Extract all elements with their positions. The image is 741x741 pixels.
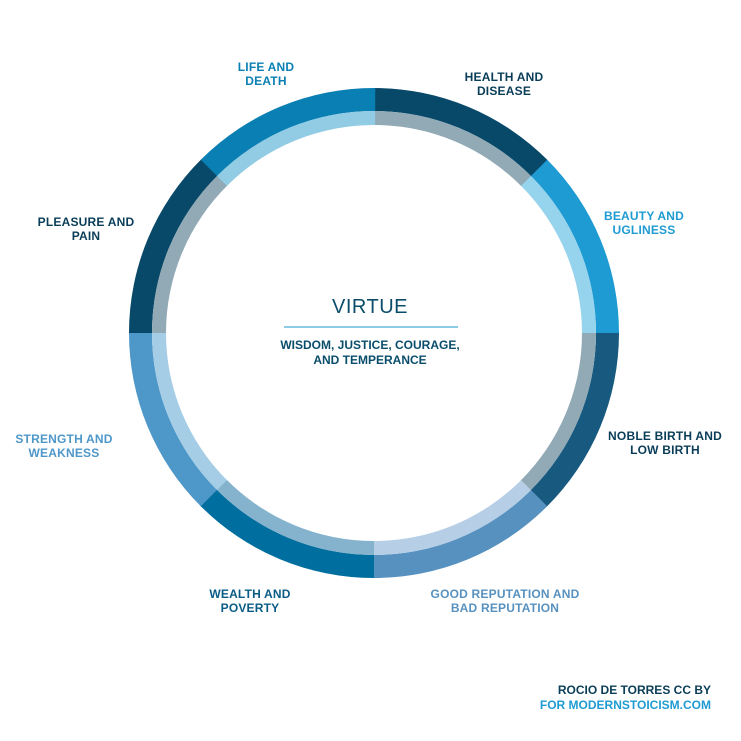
center-divider <box>284 326 458 328</box>
center-title: VIRTUE <box>332 296 408 318</box>
ring-segment-inner-wealth-poverty <box>216 479 374 555</box>
label-pleasure-pain: PLEASURE AND PAIN <box>38 215 135 243</box>
ring-segment-outer-life-death <box>200 87 376 177</box>
ring-segment-outer-good-bad-reputation <box>372 489 548 578</box>
ring-segment-inner-beauty-ugliness <box>521 176 596 335</box>
label-health-disease: HEALTH AND DISEASE <box>465 70 544 98</box>
ring-segment-inner-strength-weakness <box>151 331 227 490</box>
ring-segment-inner-pleasure-pain <box>152 175 228 333</box>
ring-segment-outer-strength-weakness <box>129 331 218 507</box>
ring-segment-inner-health-disease <box>374 111 532 187</box>
label-line1: GOOD REPUTATION AND <box>430 587 580 601</box>
label-beauty-ugliness: BEAUTY AND UGLINESS <box>604 209 684 237</box>
label-line2: POVERTY <box>220 601 280 615</box>
label-line1: PLEASURE AND <box>37 215 135 229</box>
ring-segment-inner-noble-low-birth <box>520 333 596 491</box>
label-line1: BEAUTY AND <box>603 209 685 223</box>
ring-segment-outer-wealth-poverty <box>199 489 374 578</box>
center-subtitle-line2: AND TEMPERANCE <box>313 353 427 367</box>
label-strength-weakness: STRENGTH AND WEAKNESS <box>15 432 112 460</box>
credit: ROCIO DE TORRES CC BY FOR MODERNSTOICISM… <box>540 683 711 713</box>
label-line1: STRENGTH AND <box>15 432 113 446</box>
label-line2: LOW BIRTH <box>630 443 700 457</box>
ring-segment-inner-life-death <box>217 111 376 186</box>
label-line2: UGLINESS <box>612 223 676 237</box>
label-line2: DEATH <box>245 74 287 88</box>
label-line2: WEAKNESS <box>28 446 100 460</box>
label-line2: PAIN <box>71 229 101 243</box>
ring-segment-inner-good-bad-reputation <box>372 480 531 555</box>
label-line2: DISEASE <box>476 84 532 98</box>
credit-website: FOR MODERNSTOICISM.COM <box>539 698 711 712</box>
label-line1: HEALTH AND <box>464 70 544 84</box>
center-subtitle-line1: WISDOM, JUSTICE, COURAGE, <box>280 338 460 352</box>
label-good-bad-reputation: GOOD REPUTATION AND BAD REPUTATION <box>431 587 580 615</box>
label-noble-low-birth: NOBLE BIRTH AND LOW BIRTH <box>608 429 722 457</box>
label-line1: WEALTH AND <box>209 587 291 601</box>
ring-segment-outer-beauty-ugliness <box>530 159 619 335</box>
ring-segment-outer-noble-low-birth <box>530 333 619 508</box>
label-life-death: LIFE AND DEATH <box>238 60 295 88</box>
ring-segment-outer-health-disease <box>374 88 549 177</box>
ring-segment-outer-pleasure-pain <box>129 158 218 333</box>
label-line1: NOBLE BIRTH AND <box>608 429 722 443</box>
center-subtitle: WISDOM, JUSTICE, COURAGE, AND TEMPERANCE <box>280 338 459 368</box>
label-line1: LIFE AND <box>237 60 295 74</box>
label-line2: BAD REPUTATION <box>450 601 560 615</box>
credit-author: ROCIO DE TORRES CC BY <box>557 683 711 697</box>
label-wealth-poverty: WEALTH AND POVERTY <box>209 587 290 615</box>
